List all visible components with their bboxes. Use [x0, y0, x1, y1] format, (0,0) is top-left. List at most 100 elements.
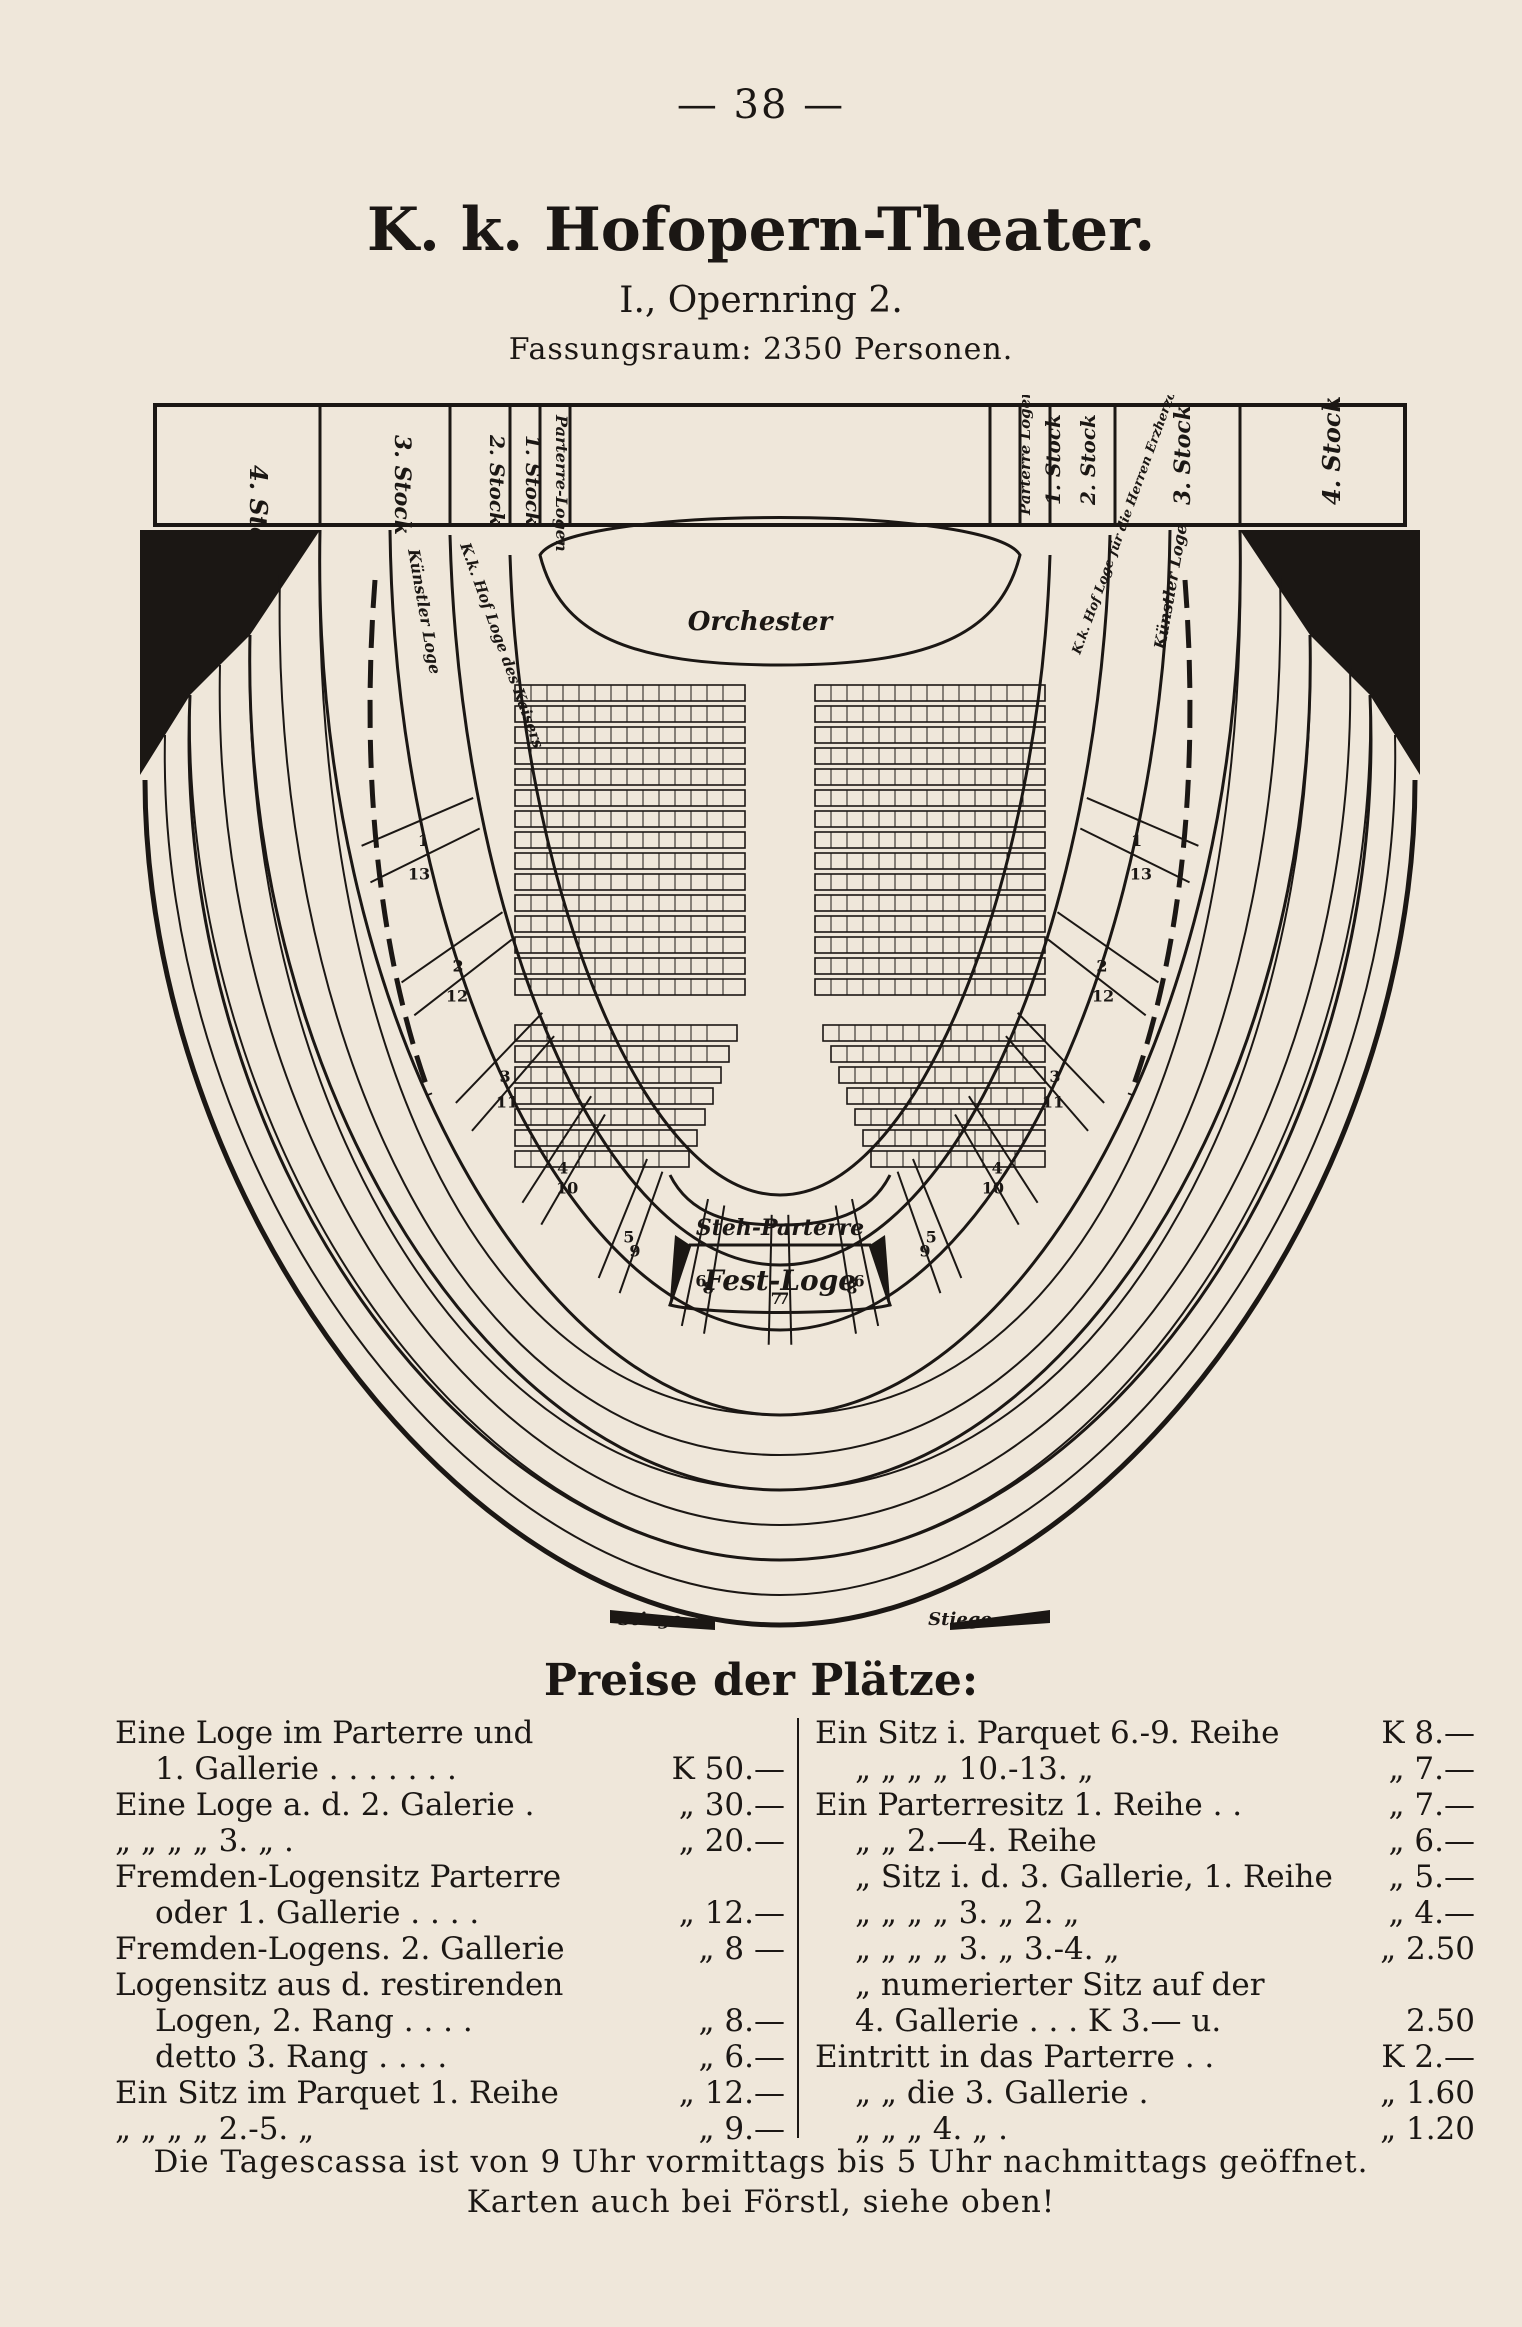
price-row: Eintritt in das Parterre . .K 2.— — [815, 2039, 1475, 2075]
box-header-strip — [153, 403, 1407, 527]
standing-area-rim — [668, 1174, 892, 1227]
price-label: „ „ „ „ 10.-13. „ — [855, 1751, 1094, 1787]
price-value: „ 30.— — [678, 1787, 785, 1823]
parquet-row — [846, 1087, 1046, 1105]
box-divider-right — [912, 1158, 963, 1279]
box-divider-left — [834, 1205, 857, 1334]
price-value: „ 6.— — [698, 2039, 786, 2075]
right-top-labels: Parterre Logen 1. Stock 2. Stock 3. Stoc… — [1016, 395, 1346, 516]
gallery-row-arc — [248, 634, 1312, 1492]
parquet-row — [514, 1045, 730, 1063]
left-corridor — [367, 579, 433, 1096]
price-label: oder 1. Gallerie . . . . — [155, 1895, 480, 1931]
parquet-row — [830, 1045, 1046, 1063]
box-number-left: 10 — [982, 1179, 1004, 1198]
box-divider-left — [896, 1171, 942, 1294]
parquet-row — [514, 747, 746, 765]
price-label: „ „ „ „ 2.-5. „ — [115, 2111, 315, 2147]
box-divider-right — [787, 1214, 793, 1345]
price-label: „ „ die 3. Gallerie . — [855, 2075, 1149, 2111]
parquet-row — [514, 1087, 714, 1105]
parquet-row — [514, 1108, 706, 1126]
price-row: „ „ die 3. Gallerie .„ 1.60 — [815, 2075, 1475, 2111]
column-divider — [797, 1718, 799, 2138]
parquet-row — [814, 873, 1046, 891]
festival-right-wedge — [870, 1235, 890, 1300]
box-number-right: 12 — [446, 986, 468, 1005]
orchestra-pit — [538, 516, 1022, 667]
box-divider-left — [401, 911, 504, 984]
price-value: „ 8.— — [698, 2003, 786, 2039]
box-divider-right — [703, 1205, 726, 1334]
box-number-right: 4 — [992, 1158, 1003, 1177]
label-2-stock-left: 2. Stock — [485, 434, 509, 526]
price-value: „ 7.— — [1388, 1751, 1476, 1787]
left-wall-block — [140, 530, 320, 775]
box-divider-right — [413, 938, 513, 1017]
price-value: „ 6.— — [1388, 1823, 1476, 1859]
box-number-left: 11 — [1042, 1093, 1064, 1112]
price-value: K 50.— — [671, 1751, 785, 1787]
box-divider-left — [680, 1198, 709, 1327]
price-row: Eine Loge im Parterre und — [115, 1715, 785, 1751]
box-number-right: 8 — [703, 1279, 714, 1298]
gallery-row-arc — [278, 574, 1282, 1457]
stairs-left — [610, 1610, 715, 1630]
parquet-row — [514, 810, 746, 828]
price-value: „ 4.— — [1388, 1895, 1476, 1931]
price-row: Logensitz aus d. restirenden — [115, 1967, 785, 2003]
box-divider-left — [1005, 1035, 1089, 1132]
box-divider-left — [597, 1158, 648, 1279]
parquet-row — [814, 978, 1046, 996]
price-row: „ „ „ „ 10.-13. „ „ 7.— — [815, 1751, 1475, 1787]
parquet-row — [514, 894, 746, 912]
box-divider-right — [1086, 797, 1199, 847]
capacity: Fassungsraum: 2350 Personen. — [508, 332, 1014, 367]
price-label: „ „ „ 4. „ . — [855, 2111, 1008, 2147]
box-header-dividers — [318, 405, 1242, 525]
right-corridor — [1127, 579, 1193, 1096]
parquet-row — [862, 1129, 1046, 1147]
box-number-right: 9 — [629, 1241, 640, 1260]
price-row: Fremden-Logens. 2. Gallerie„ 8 — — [115, 1931, 785, 1967]
price-row: 4. Gallerie . . . K 3.— u.2.50 — [815, 2003, 1475, 2039]
box-divider-right — [1016, 1012, 1105, 1104]
outer-wall — [142, 779, 1418, 1628]
parquet-row — [822, 1024, 1046, 1042]
box-number-right: 7 — [778, 1289, 789, 1308]
parquet-row — [814, 684, 1046, 702]
prices-heading: Preise der Plätze: — [543, 1655, 979, 1706]
box-number-right: 11 — [496, 1093, 518, 1112]
parquet-row — [514, 936, 746, 954]
parquet-row — [814, 810, 1046, 828]
parquet-row — [814, 936, 1046, 954]
label-imperial-box-left: K.k. Hof Loge des Kaisers — [456, 539, 548, 751]
price-row: „ Sitz i. d. 3. Gallerie, 1. Reihe„ 5.— — [815, 1859, 1475, 1895]
price-row: 1. Gallerie . . . . . . .K 50.— — [115, 1751, 785, 1787]
price-label: „ „ „ „ 3. „ 3.-4. „ — [855, 1931, 1120, 1967]
parquet-row — [814, 831, 1046, 849]
parquet-row — [514, 978, 746, 996]
price-row: Logen, 2. Rang . . . .„ 8.— — [115, 2003, 785, 2039]
parquet-row — [514, 1024, 738, 1042]
box-number-right: 5 — [926, 1228, 937, 1247]
parquet-row — [838, 1066, 1046, 1084]
box-number-left: 9 — [919, 1241, 930, 1260]
price-row: Eine Loge a. d. 2. Galerie .„ 30.— — [115, 1787, 785, 1823]
parquet-row — [514, 1066, 722, 1084]
footer-tickets: Karten auch bei Förstl, siehe oben! — [466, 2184, 1056, 2220]
box-number-left: 6 — [695, 1272, 706, 1291]
box-divider-left — [954, 1113, 1020, 1226]
price-label: Ein Sitz i. Parquet 6.-9. Reihe — [815, 1715, 1280, 1751]
page-number: — 38 — — [676, 82, 846, 128]
box-ring-parterre — [508, 554, 1052, 1197]
seating-plan-drawing: 4. Stock 3. Stock 2. Stock 1. Stock Part… — [140, 395, 1420, 1630]
box-divider-right — [851, 1198, 880, 1327]
box-ring-1 — [448, 534, 1112, 1267]
price-label: Ein Parterresitz 1. Reihe . . — [815, 1787, 1243, 1823]
footer-hours: Die Tagescassa ist von 9 Uhr vormittags … — [153, 2144, 1369, 2180]
parquet-row — [814, 789, 1046, 807]
